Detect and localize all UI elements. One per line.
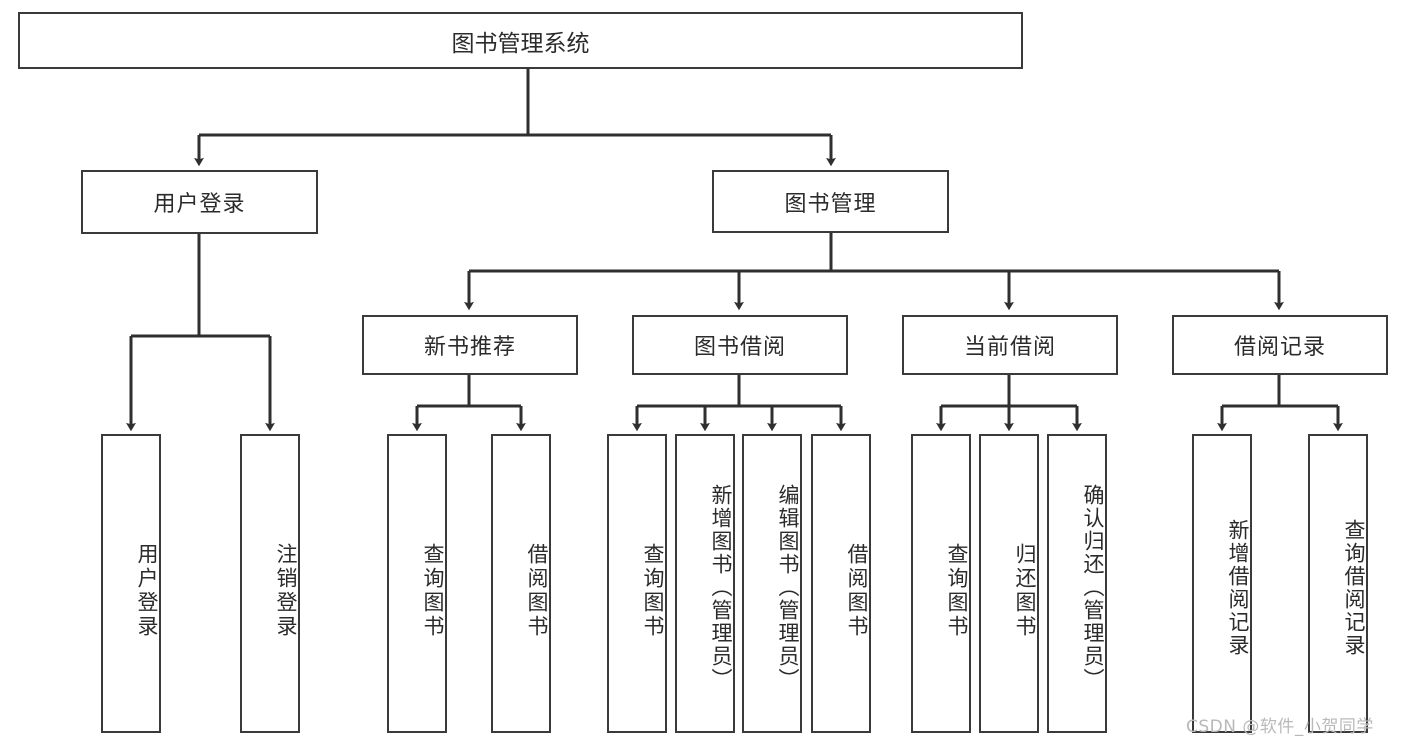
node-root-system[interactable]: 图书管理系统 xyxy=(18,12,1023,69)
leaf-edit-book-admin[interactable]: 编辑图书（管理员） xyxy=(742,434,802,733)
leaf-query-book-borrow[interactable]: 查询图书 xyxy=(607,434,667,733)
leaf-query-book-current[interactable]: 查询图书 xyxy=(911,434,971,733)
leaf-add-borrow-record[interactable]: 新增借阅记录 xyxy=(1192,434,1252,733)
leaf-add-book-admin[interactable]: 新增图书（管理员） xyxy=(675,434,735,733)
leaf-borrow-book-recommend[interactable]: 借阅图书 xyxy=(491,434,551,733)
node-book-management[interactable]: 图书管理 xyxy=(712,170,949,233)
leaf-user-logout[interactable]: 注销登录 xyxy=(240,434,300,733)
leaf-query-borrow-record[interactable]: 查询借阅记录 xyxy=(1308,434,1368,733)
leaf-query-book-recommend[interactable]: 查询图书 xyxy=(387,434,447,733)
node-new-book-recommend[interactable]: 新书推荐 xyxy=(362,315,578,375)
watermark-text: CSDN @软件_小贺同学 xyxy=(1186,717,1374,737)
node-book-borrow[interactable]: 图书借阅 xyxy=(632,315,848,375)
leaf-user-login[interactable]: 用户登录 xyxy=(101,434,161,733)
node-borrow-record[interactable]: 借阅记录 xyxy=(1172,315,1388,375)
node-current-borrow[interactable]: 当前借阅 xyxy=(902,315,1118,375)
leaf-borrow-book[interactable]: 借阅图书 xyxy=(811,434,871,733)
node-user-login[interactable]: 用户登录 xyxy=(81,170,318,234)
leaf-confirm-return-admin[interactable]: 确认归还（管理员） xyxy=(1047,434,1107,733)
leaf-return-book[interactable]: 归还图书 xyxy=(979,434,1039,733)
